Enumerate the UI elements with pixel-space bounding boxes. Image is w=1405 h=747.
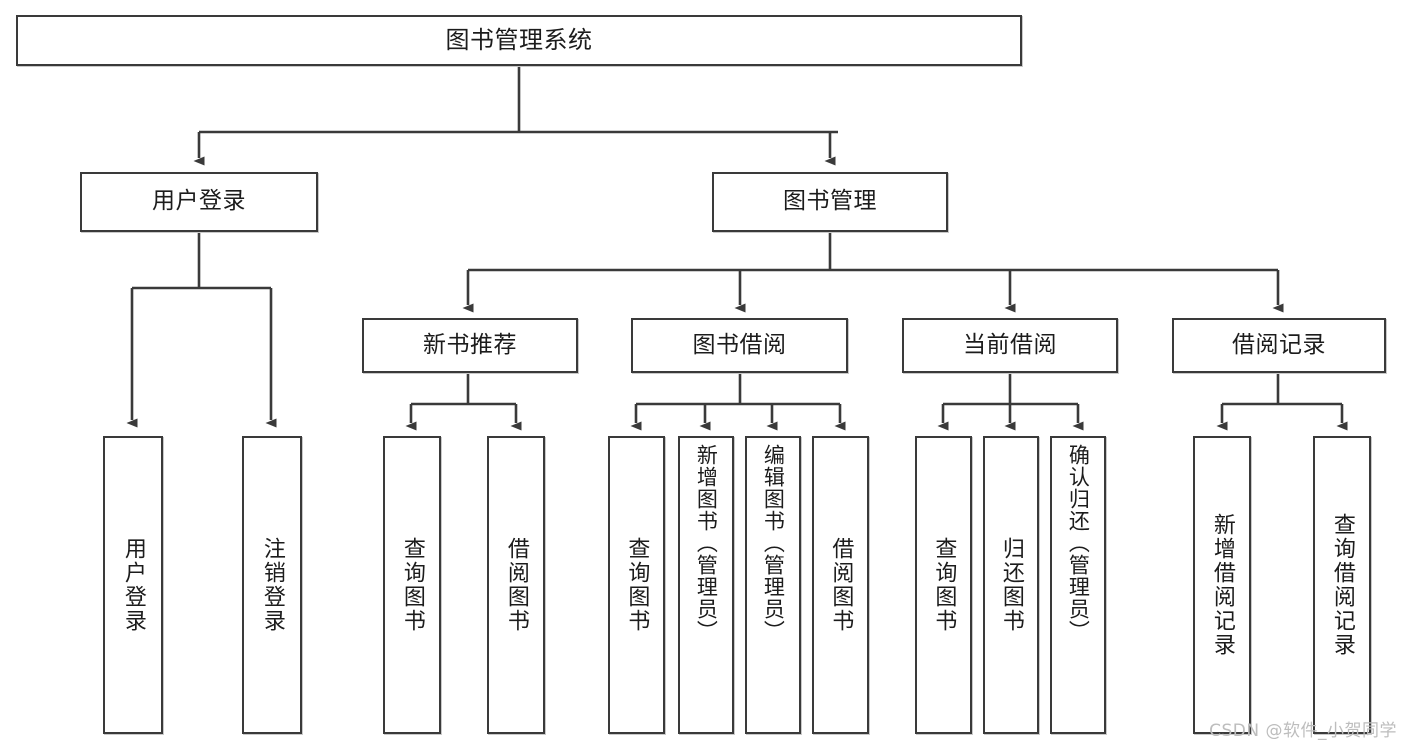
node-current-borrow[interactable]: 当前借阅 bbox=[902, 318, 1118, 373]
leaf-borrow-book[interactable]: 借阅图书 bbox=[812, 436, 869, 734]
node-label: 用户登录 bbox=[120, 537, 146, 633]
node-label: 新书推荐 bbox=[423, 331, 517, 358]
node-label: 确认归还（管理员） bbox=[1066, 444, 1091, 642]
node-label: 查询借阅记录 bbox=[1329, 513, 1355, 657]
csdn-watermark: CSDN @软件_小贺同学 bbox=[1209, 721, 1397, 741]
leaf-query-book-current[interactable]: 查询图书 bbox=[915, 436, 972, 734]
node-label: 新增借阅记录 bbox=[1209, 513, 1235, 657]
leaf-confirm-return-admin[interactable]: 确认归还（管理员） bbox=[1050, 436, 1106, 734]
node-new-book-recommend[interactable]: 新书推荐 bbox=[362, 318, 578, 373]
leaf-borrow-book-recommend[interactable]: 借阅图书 bbox=[487, 436, 545, 734]
node-label: 借阅图书 bbox=[828, 537, 854, 633]
leaf-logout[interactable]: 注销登录 bbox=[242, 436, 302, 734]
node-label: 编辑图书（管理员） bbox=[761, 444, 786, 642]
node-root-book-management-system[interactable]: 图书管理系统 bbox=[16, 15, 1022, 66]
leaf-add-borrow-record[interactable]: 新增借阅记录 bbox=[1193, 436, 1251, 734]
leaf-query-book-recommend[interactable]: 查询图书 bbox=[383, 436, 441, 734]
node-label: 归还图书 bbox=[998, 537, 1024, 633]
node-label: 借阅记录 bbox=[1232, 331, 1326, 358]
leaf-add-book-admin[interactable]: 新增图书（管理员） bbox=[678, 436, 734, 734]
node-label: 注销登录 bbox=[259, 537, 285, 633]
node-book-borrow[interactable]: 图书借阅 bbox=[631, 318, 848, 373]
node-label: 图书管理系统 bbox=[445, 26, 593, 55]
leaf-return-book[interactable]: 归还图书 bbox=[983, 436, 1039, 734]
leaf-query-borrow-record[interactable]: 查询借阅记录 bbox=[1313, 436, 1371, 734]
leaf-user-login[interactable]: 用户登录 bbox=[103, 436, 163, 734]
node-user-login[interactable]: 用户登录 bbox=[80, 172, 318, 232]
node-label: 图书借阅 bbox=[692, 331, 787, 358]
node-label: 用户登录 bbox=[152, 188, 246, 215]
node-label: 新增图书（管理员） bbox=[694, 444, 719, 642]
node-label: 图书管理 bbox=[783, 188, 877, 215]
node-borrow-record[interactable]: 借阅记录 bbox=[1172, 318, 1386, 373]
node-label: 当前借阅 bbox=[963, 331, 1057, 358]
node-label: 查询图书 bbox=[399, 537, 425, 633]
node-label: 查询图书 bbox=[931, 537, 957, 633]
node-book-management[interactable]: 图书管理 bbox=[712, 172, 948, 232]
node-label: 查询图书 bbox=[624, 537, 650, 633]
leaf-edit-book-admin[interactable]: 编辑图书（管理员） bbox=[745, 436, 801, 734]
leaf-query-book-borrow[interactable]: 查询图书 bbox=[608, 436, 665, 734]
node-label: 借阅图书 bbox=[503, 537, 529, 633]
